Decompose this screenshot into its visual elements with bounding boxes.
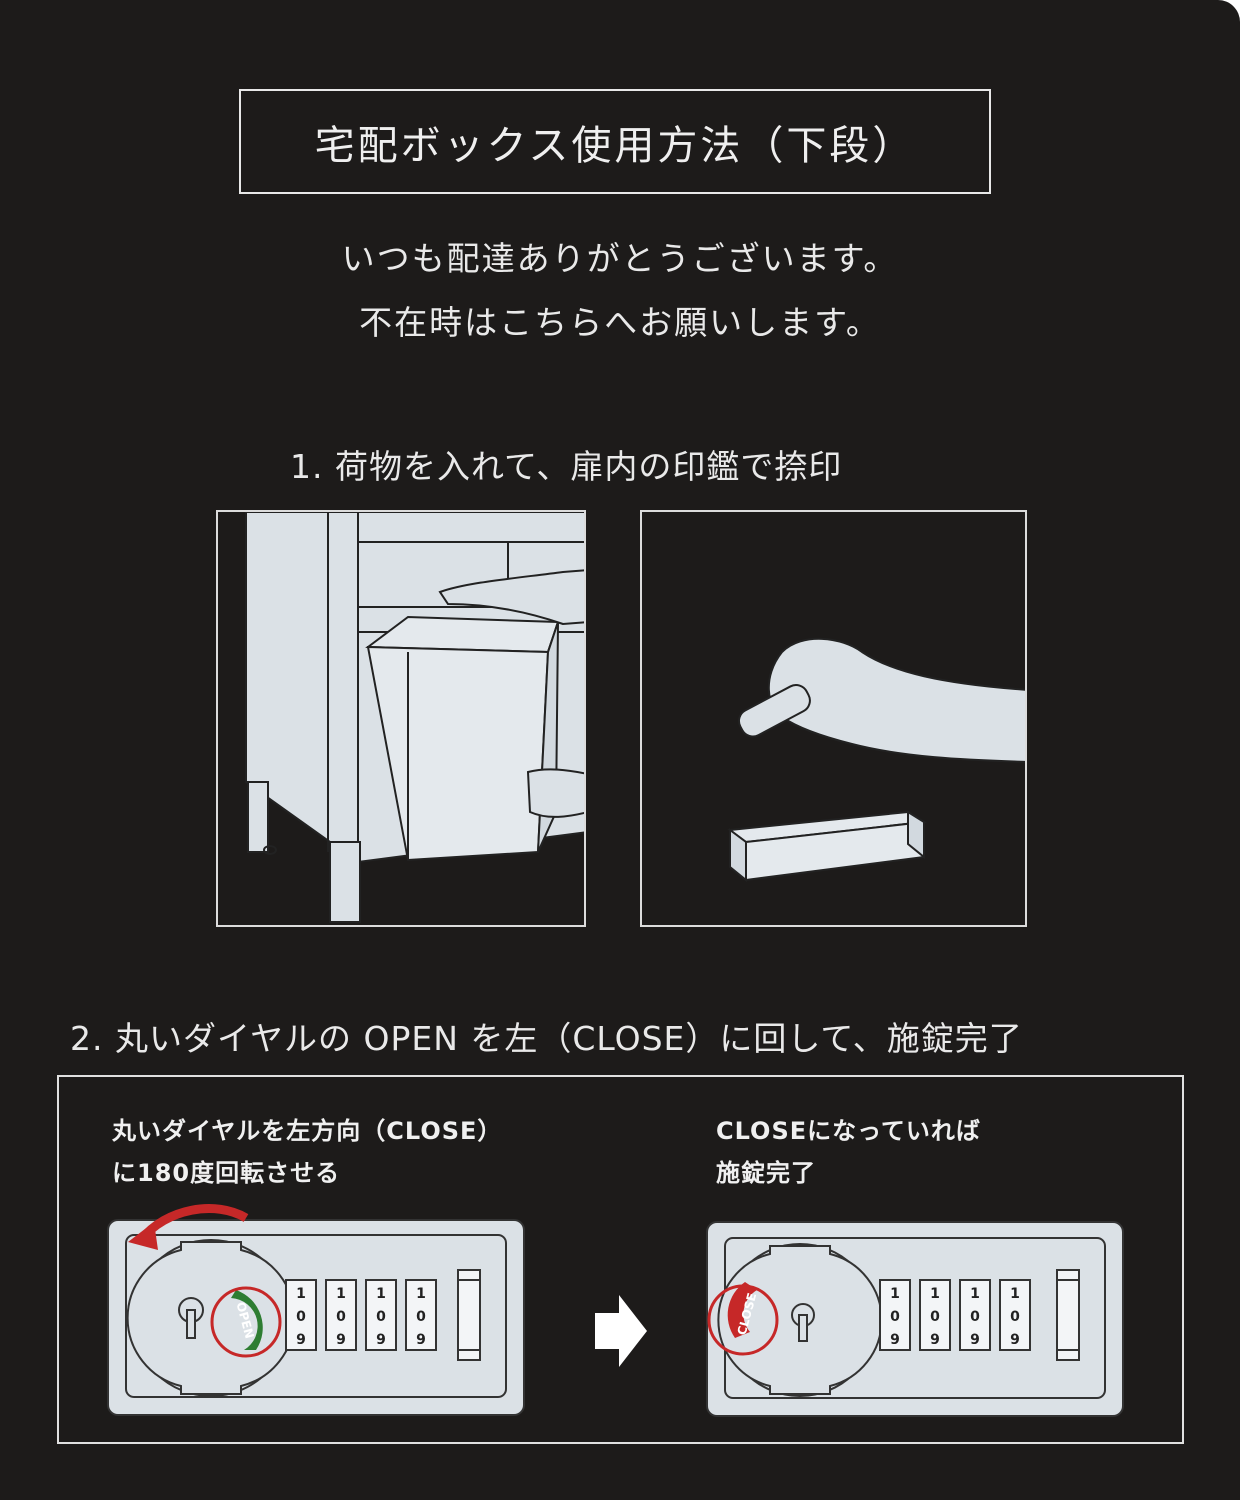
digit-mid: 0 xyxy=(336,1309,346,1325)
illustration-stamp-seal xyxy=(640,510,1027,927)
lock-instruction-frame xyxy=(57,1075,1184,1444)
digit-bottom: 9 xyxy=(970,1332,980,1348)
left-caption-line-1: 丸いダイヤルを左方向（CLOSE） xyxy=(112,1117,503,1145)
digit-top: 1 xyxy=(930,1286,940,1302)
digit-wheels: 1 0 9 1 0 9 1 0 9 1 0 9 xyxy=(285,1279,437,1351)
dial-lock-open: OPEN 1 0 9 1 0 9 1 0 9 1 xyxy=(107,1204,525,1416)
digit-top: 1 xyxy=(336,1286,346,1302)
digit-mid: 0 xyxy=(1010,1309,1020,1325)
digit-top: 1 xyxy=(1010,1286,1020,1302)
close-highlight-circle xyxy=(707,1284,779,1356)
digit-bottom: 9 xyxy=(416,1332,426,1348)
digit-mid: 0 xyxy=(296,1309,306,1325)
greeting-line-1: いつも配達ありがとうございます。 xyxy=(341,239,899,278)
arrow-right-icon xyxy=(595,1295,647,1367)
digit-top: 1 xyxy=(296,1286,306,1302)
digit-bottom: 9 xyxy=(1010,1332,1020,1348)
page-title: 宅配ボックス使用方法（下段） xyxy=(314,122,916,169)
digit-mid: 0 xyxy=(376,1309,386,1325)
digit-mid: 0 xyxy=(416,1309,426,1325)
digit-top: 1 xyxy=(416,1286,426,1302)
illustration-insert-parcel xyxy=(216,510,586,927)
right-caption-line-2: 施錠完了 xyxy=(716,1159,816,1187)
title-box: 宅配ボックス使用方法（下段） xyxy=(239,89,991,194)
dial-lock-close: CLOSE 1 0 9 1 0 9 1 0 9 1 xyxy=(706,1221,1124,1417)
digit-wheels: 1 0 9 1 0 9 1 0 9 1 0 9 xyxy=(879,1279,1031,1351)
right-caption-line-1: CLOSEになっていれば xyxy=(716,1117,981,1145)
digit-bottom: 9 xyxy=(336,1332,346,1348)
right-caption: CLOSEになっていれば 施錠完了 xyxy=(716,1110,981,1194)
digit-bottom: 9 xyxy=(890,1332,900,1348)
left-caption: 丸いダイヤルを左方向（CLOSE） に180度回転させる xyxy=(112,1110,502,1194)
digit-top: 1 xyxy=(890,1286,900,1302)
step1-label: 1. 荷物を入れて、扉内の印鑑で捺印 xyxy=(290,447,843,486)
digit-bottom: 9 xyxy=(376,1332,386,1348)
digit-mid: 0 xyxy=(890,1309,900,1325)
digit-bottom: 9 xyxy=(930,1332,940,1348)
parcel-box-illustration xyxy=(218,512,584,925)
digit-top: 1 xyxy=(376,1286,386,1302)
stamp-hand-illustration xyxy=(642,512,1025,925)
open-highlight-circle xyxy=(210,1286,282,1358)
digit-mid: 0 xyxy=(930,1309,940,1325)
close-indicator xyxy=(727,1282,757,1338)
digit-top: 1 xyxy=(970,1286,980,1302)
left-caption-line-2: に180度回転させる xyxy=(112,1159,341,1187)
digit-bottom: 9 xyxy=(296,1332,306,1348)
digit-mid: 0 xyxy=(970,1309,980,1325)
greeting-line-2: 不在時はこちらへお願いします。 xyxy=(359,303,881,342)
open-indicator xyxy=(231,1290,263,1350)
step2-label: 2. 丸いダイヤルの OPEN を左（CLOSE）に回して、施錠完了 xyxy=(70,1019,1023,1058)
